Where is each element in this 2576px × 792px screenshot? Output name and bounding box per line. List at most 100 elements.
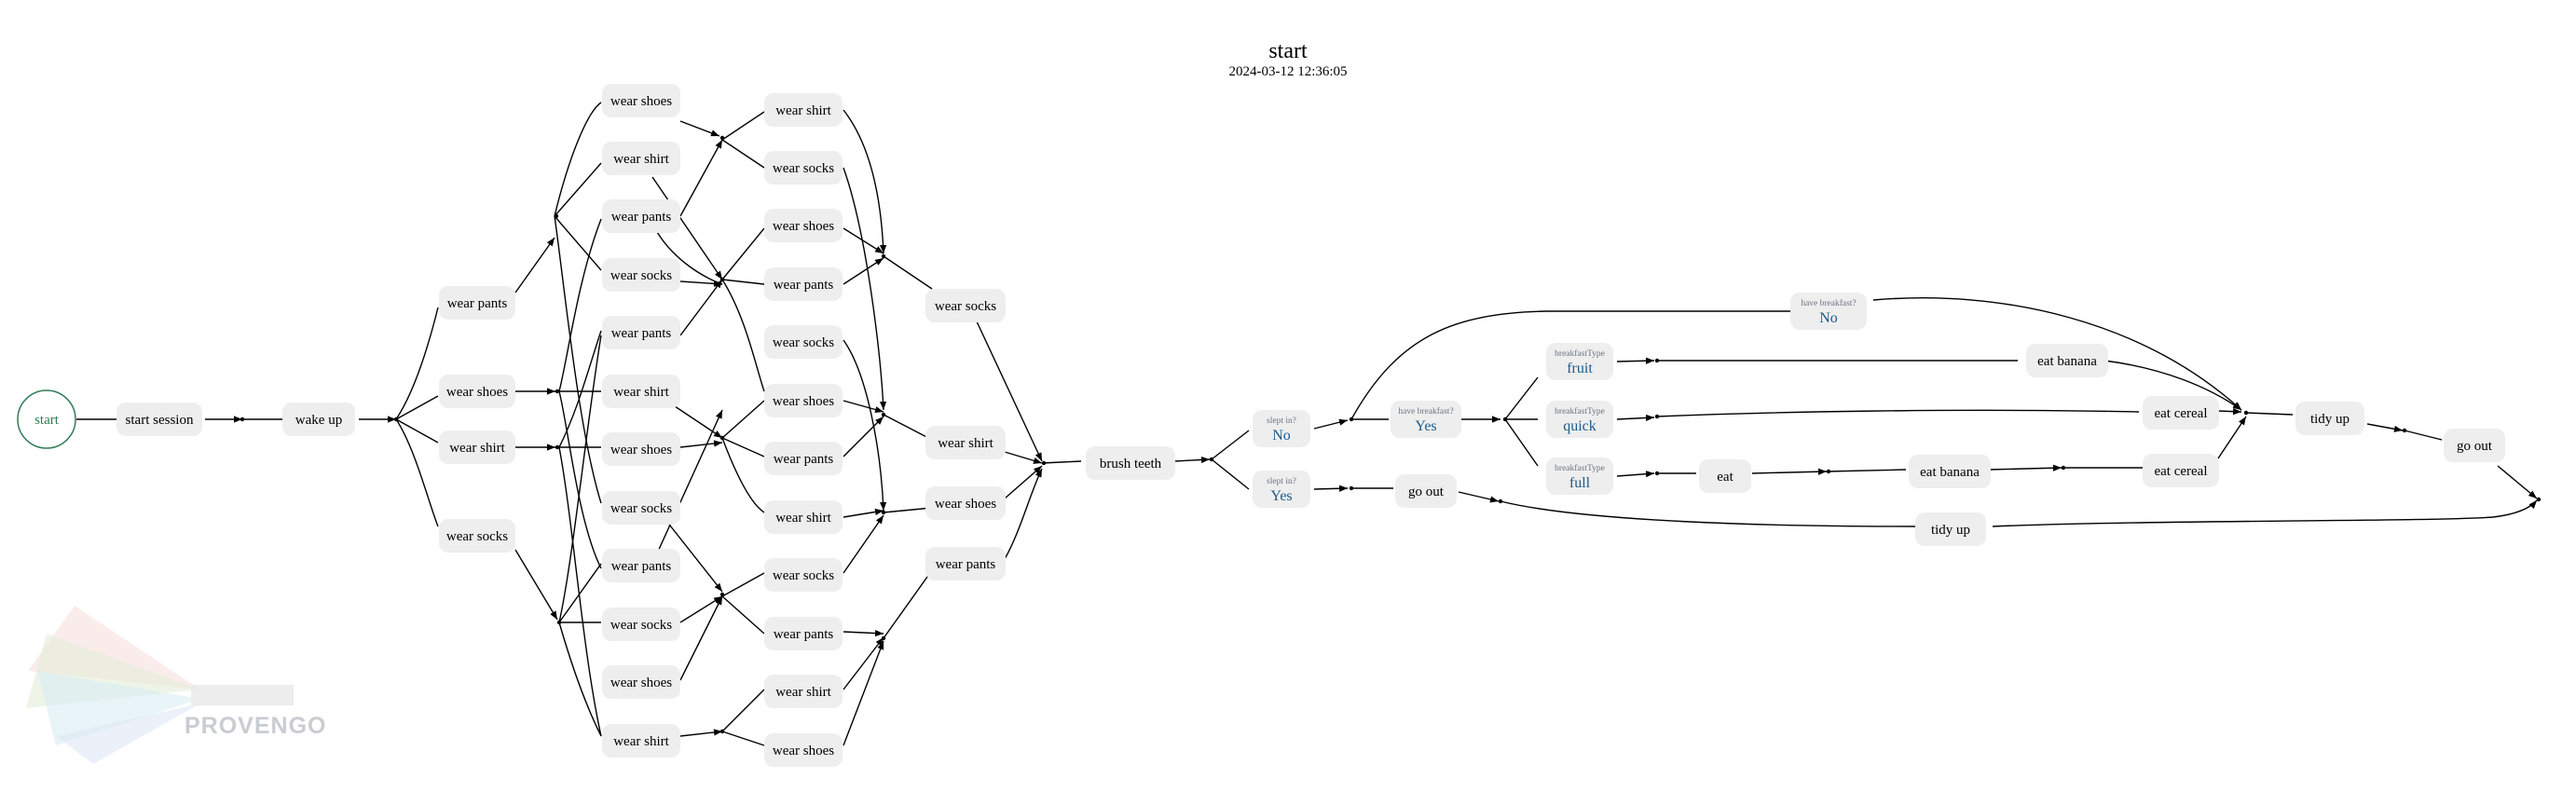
action-node-label: eat bbox=[1717, 470, 1733, 485]
condition-node-slept-yes[interactable]: slept in? Yes bbox=[1253, 471, 1310, 508]
action-node-label: wear socks bbox=[610, 618, 672, 633]
action-node-label: eat banana bbox=[1920, 465, 1980, 480]
condition-value: quick bbox=[1563, 418, 1596, 434]
action-node-c2-socks-b[interactable]: wear socks bbox=[602, 491, 680, 525]
action-node-label: eat banana bbox=[2037, 354, 2097, 369]
action-node-c4-shirt[interactable]: wear shirt bbox=[925, 426, 1006, 459]
condition-node-breakfast-yes[interactable]: have breakfast? Yes bbox=[1391, 401, 1461, 438]
action-node-label: go out bbox=[1408, 485, 1445, 499]
join-points bbox=[240, 135, 2542, 734]
action-node-go-out-2[interactable]: go out bbox=[2444, 429, 2505, 462]
action-node-c3-socks-a[interactable]: wear socks bbox=[764, 151, 843, 184]
action-node-c3-shoes-b[interactable]: wear shoes bbox=[764, 384, 843, 417]
action-node-c3-shirt-b[interactable]: wear shirt bbox=[764, 500, 843, 534]
action-node-brush-teeth[interactable]: brush teeth bbox=[1086, 446, 1175, 480]
action-node-label: eat cereal bbox=[2154, 406, 2207, 421]
action-node-tidy-up-1[interactable]: tidy up bbox=[1915, 512, 1986, 546]
action-node-c3-shoes-c[interactable]: wear shoes bbox=[764, 733, 843, 767]
action-node-start-session[interactable]: start session bbox=[116, 403, 202, 436]
action-node-label: wear shirt bbox=[775, 685, 831, 700]
action-node-label: wear shoes bbox=[610, 443, 672, 457]
action-node-c3-shirt-a[interactable]: wear shirt bbox=[764, 93, 843, 127]
start-node-label: start bbox=[34, 413, 60, 428]
action-node-wake-up[interactable]: wake up bbox=[282, 403, 355, 436]
action-node-label: wear socks bbox=[773, 161, 834, 176]
condition-label: have breakfast? bbox=[1398, 406, 1453, 416]
action-node-label: wear shirt bbox=[613, 385, 669, 400]
action-node-label: brush teeth bbox=[1100, 457, 1162, 471]
action-node-eat[interactable]: eat bbox=[1699, 459, 1751, 493]
action-node-c1-wear-shirt[interactable]: wear shirt bbox=[439, 430, 515, 464]
action-node-c2-pants-b[interactable]: wear pants bbox=[602, 316, 680, 349]
action-node-label: start session bbox=[126, 413, 194, 428]
action-node-label: wake up bbox=[295, 413, 342, 428]
action-node-label: wear socks bbox=[610, 268, 672, 283]
action-node-c2-shirt-c[interactable]: wear shirt bbox=[602, 724, 680, 758]
action-node-c2-shirt-b[interactable]: wear shirt bbox=[602, 375, 680, 408]
action-node-c2-socks-a[interactable]: wear socks bbox=[602, 258, 680, 292]
action-node-c1-wear-socks[interactable]: wear socks bbox=[439, 519, 515, 553]
action-node-label: wear pants bbox=[611, 210, 672, 225]
action-node-label: wear pants bbox=[447, 296, 508, 311]
action-node-eat-cereal-2[interactable]: eat cereal bbox=[2143, 454, 2219, 487]
action-node-label: wear shirt bbox=[775, 103, 831, 118]
action-node-c2-pants-a[interactable]: wear pants bbox=[602, 199, 680, 233]
condition-value: Yes bbox=[1270, 488, 1292, 504]
action-node-eat-cereal-1[interactable]: eat cereal bbox=[2143, 396, 2219, 430]
action-node-label: wear pants bbox=[611, 559, 672, 574]
action-node-tidy-up-2[interactable]: tidy up bbox=[2295, 402, 2364, 435]
action-node-label: wear socks bbox=[935, 299, 996, 314]
condition-value: No bbox=[1272, 428, 1291, 444]
action-node-c3-socks-b[interactable]: wear socks bbox=[764, 325, 843, 359]
action-node-label: wear shoes bbox=[610, 94, 672, 109]
action-node-label: wear shoes bbox=[935, 497, 996, 512]
action-node-label: wear shoes bbox=[610, 676, 672, 690]
provengo-logo: PROVENGO bbox=[26, 606, 326, 764]
action-node-c2-shoes-a[interactable]: wear shoes bbox=[602, 84, 680, 117]
action-node-label: wear socks bbox=[773, 335, 834, 350]
condition-node-breakfast-no[interactable]: have breakfast?No bbox=[1790, 293, 1867, 330]
action-node-c3-pants-a[interactable]: wear pants bbox=[764, 267, 843, 301]
condition-value: Yes bbox=[1415, 418, 1436, 434]
action-node-c2-pants-c[interactable]: wear pants bbox=[602, 549, 680, 582]
action-node-label: wear pants bbox=[774, 627, 834, 642]
edges bbox=[76, 102, 2538, 746]
action-node-eat-banana-1[interactable]: eat banana bbox=[2026, 344, 2108, 377]
condition-node-slept-no[interactable]: slept in? No bbox=[1253, 410, 1310, 447]
action-node-label: wear shoes bbox=[773, 219, 834, 234]
action-node-c2-shirt-a[interactable]: wear shirt bbox=[602, 142, 680, 175]
action-node-c1-wear-shoes[interactable]: wear shoes bbox=[439, 375, 515, 408]
action-node-label: wear socks bbox=[446, 529, 508, 544]
action-node-go-out-1[interactable]: go out bbox=[1395, 474, 1457, 508]
action-node-c3-pants-c[interactable]: wear pants bbox=[764, 617, 843, 650]
action-node-c3-socks-c[interactable]: wear socks bbox=[764, 558, 843, 592]
action-node-c2-shoes-b[interactable]: wear shoes bbox=[602, 432, 680, 466]
action-node-label: wear shoes bbox=[773, 744, 834, 758]
condition-label: breakfastType bbox=[1555, 463, 1605, 473]
action-node-c3-shirt-c[interactable]: wear shirt bbox=[764, 675, 843, 708]
action-node-c4-pants[interactable]: wear pants bbox=[925, 547, 1006, 580]
action-node-label: wear shirt bbox=[775, 511, 831, 526]
condition-label: slept in? bbox=[1267, 477, 1296, 486]
action-node-label: wear shirt bbox=[449, 441, 505, 456]
action-node-c3-pants-b[interactable]: wear pants bbox=[764, 442, 843, 475]
condition-label: slept in? bbox=[1267, 416, 1296, 426]
action-node-label: wear socks bbox=[610, 501, 672, 516]
action-node-c3-shoes-a[interactable]: wear shoes bbox=[764, 209, 843, 242]
logo-text: PROVENGO bbox=[185, 713, 326, 739]
action-node-label: wear shirt bbox=[613, 152, 669, 167]
action-node-c2-shoes-c[interactable]: wear shoes bbox=[602, 665, 680, 699]
action-node-label: wear shoes bbox=[773, 394, 834, 409]
condition-label: have breakfast? bbox=[1801, 298, 1856, 308]
action-node-c1-wear-pants[interactable]: wear pants bbox=[439, 286, 515, 320]
action-node-c4-shoes[interactable]: wear shoes bbox=[925, 486, 1006, 520]
action-node-eat-banana-2[interactable]: eat banana bbox=[1909, 455, 1991, 488]
start-node[interactable]: start bbox=[17, 389, 76, 449]
action-node-c4-socks[interactable]: wear socks bbox=[925, 289, 1006, 322]
action-node-label: wear shirt bbox=[613, 734, 669, 749]
action-node-c2-socks-c[interactable]: wear socks bbox=[602, 608, 680, 641]
